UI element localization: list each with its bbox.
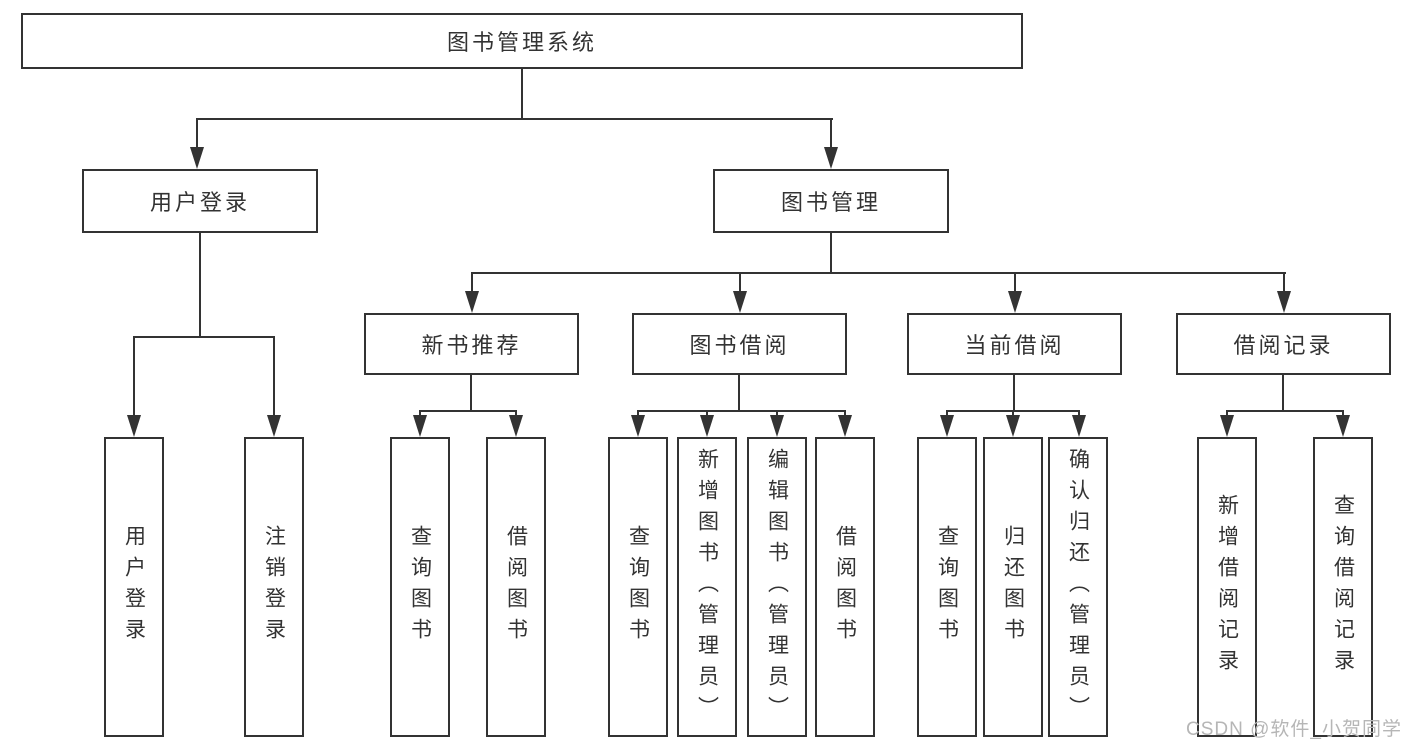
connector-line <box>637 410 639 418</box>
connector-line <box>1226 410 1228 418</box>
arrowhead-down <box>1336 415 1350 437</box>
node-label: 借阅图书 <box>504 525 528 649</box>
connector-line <box>776 410 778 418</box>
node-label: 注销登录 <box>262 525 286 649</box>
node-label: 新增借阅记录 <box>1215 494 1239 680</box>
leaf-return-books: 归还图书 <box>983 437 1043 737</box>
connector-line <box>706 410 708 418</box>
connector-line <box>196 118 198 148</box>
node-book-management: 图书管理 <box>713 169 949 233</box>
connector-line <box>471 272 473 294</box>
connector-line <box>637 410 846 412</box>
connector-line <box>419 410 517 412</box>
arrowhead-down <box>824 147 838 169</box>
arrowhead-down <box>1220 415 1234 437</box>
node-label: 归还图书 <box>1001 525 1025 649</box>
leaf-query-books-borrow: 查询图书 <box>608 437 668 737</box>
node-label: 查询图书 <box>408 525 432 649</box>
node-label: 借阅记录 <box>1233 333 1334 358</box>
connector-line <box>830 233 832 272</box>
leaf-edit-books-admin: 编辑图书（管理员） <box>747 437 807 737</box>
node-label: 借阅图书 <box>833 525 857 649</box>
leaf-add-borrow-record: 新增借阅记录 <box>1197 437 1257 737</box>
connector-line <box>470 375 472 410</box>
connector-line <box>738 375 740 410</box>
node-label: 图书管理系统 <box>446 30 597 55</box>
leaf-query-books-current: 查询图书 <box>917 437 977 737</box>
node-label: 当前借阅 <box>964 333 1065 358</box>
arrowhead-down <box>1006 415 1020 437</box>
connector-line <box>1283 272 1285 294</box>
node-label: 确认归还（管理员） <box>1066 447 1090 727</box>
arrowhead-down <box>127 415 141 437</box>
arrowhead-down <box>1008 291 1022 313</box>
leaf-confirm-return-admin: 确认归还（管理员） <box>1048 437 1108 737</box>
connector-line <box>830 118 832 148</box>
arrowhead-down <box>1072 415 1086 437</box>
arrowhead-down <box>700 415 714 437</box>
node-label: 查询借阅记录 <box>1331 494 1355 680</box>
connector-line <box>133 336 135 416</box>
connector-line <box>739 272 741 294</box>
arrowhead-down <box>838 415 852 437</box>
node-label: 编辑图书（管理员） <box>765 447 789 727</box>
arrowhead-down <box>770 415 784 437</box>
connector-line <box>515 410 517 418</box>
node-label: 图书借阅 <box>689 333 790 358</box>
connector-line <box>1282 375 1284 410</box>
node-book-borrowing: 图书借阅 <box>632 313 847 375</box>
arrowhead-down <box>631 415 645 437</box>
node-label: 新增图书（管理员） <box>695 447 719 727</box>
node-current-borrowing: 当前借阅 <box>907 313 1122 375</box>
leaf-user-login: 用户登录 <box>104 437 164 737</box>
arrowhead-down <box>465 291 479 313</box>
connector-line <box>199 233 201 336</box>
connector-line <box>521 69 523 118</box>
node-label: 新书推荐 <box>421 333 522 358</box>
node-label: 用户登录 <box>122 525 146 649</box>
connector-line <box>1226 410 1344 412</box>
leaf-logout: 注销登录 <box>244 437 304 737</box>
connector-line <box>133 336 275 338</box>
arrowhead-down <box>940 415 954 437</box>
node-label: 查询图书 <box>626 525 650 649</box>
arrowhead-down <box>413 415 427 437</box>
arrowhead-down <box>190 147 204 169</box>
connector-line <box>419 410 421 418</box>
arrowhead-down <box>267 415 281 437</box>
connector-line <box>1342 410 1344 418</box>
node-label: 用户登录 <box>149 190 250 215</box>
node-library-management-system: 图书管理系统 <box>21 13 1023 69</box>
leaf-borrow-books-recommend: 借阅图书 <box>486 437 546 737</box>
node-label: 图书管理 <box>780 190 881 215</box>
arrowhead-down <box>733 291 747 313</box>
connector-line <box>1078 410 1080 418</box>
node-new-book-recommendation: 新书推荐 <box>364 313 579 375</box>
arrowhead-down <box>509 415 523 437</box>
connector-line <box>1012 410 1014 418</box>
leaf-query-borrow-record: 查询借阅记录 <box>1313 437 1373 737</box>
leaf-add-books-admin: 新增图书（管理员） <box>677 437 737 737</box>
connector-line <box>844 410 846 418</box>
connector-line <box>1013 375 1015 410</box>
connector-line <box>196 118 833 120</box>
node-borrowing-records: 借阅记录 <box>1176 313 1391 375</box>
csdn-watermark: CSDN @软件_小贺同学 <box>1186 719 1402 740</box>
leaf-borrow-books: 借阅图书 <box>815 437 875 737</box>
node-label: 查询图书 <box>935 525 959 649</box>
arrowhead-down <box>1277 291 1291 313</box>
node-user-login: 用户登录 <box>82 169 318 233</box>
leaf-query-books-recommend: 查询图书 <box>390 437 450 737</box>
connector-line <box>1014 272 1016 294</box>
connector-line <box>273 336 275 416</box>
connector-line <box>946 410 948 418</box>
connector-line <box>471 272 1286 274</box>
